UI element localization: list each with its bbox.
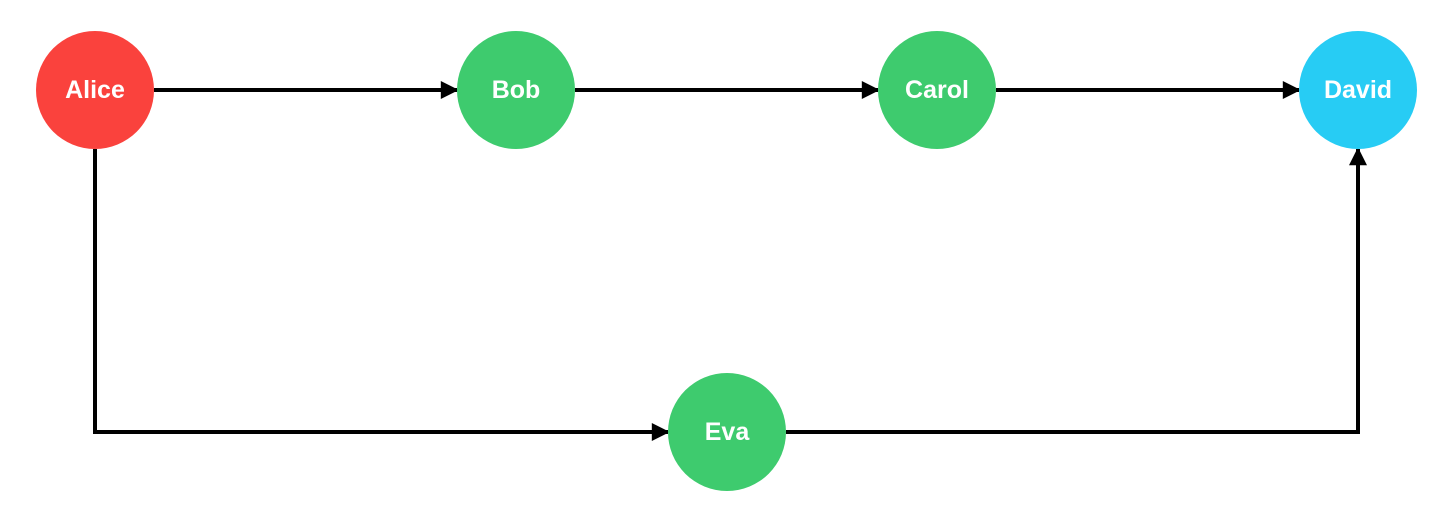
node-circle-carol: [878, 31, 996, 149]
node-circle-david: [1299, 31, 1417, 149]
node-circle-alice: [36, 31, 154, 149]
node-eva: Eva: [668, 373, 786, 491]
node-label-alice: Alice: [65, 76, 125, 104]
edge-alice-eva: [93, 149, 670, 441]
node-circle-bob: [457, 31, 575, 149]
node-label-bob: Bob: [492, 76, 541, 104]
node-david: David: [1299, 31, 1417, 149]
node-bob: Bob: [457, 31, 575, 149]
node-label-eva: Eva: [705, 418, 751, 446]
node-label-david: David: [1324, 76, 1392, 104]
node-label-carol: Carol: [905, 76, 969, 104]
edge-eva-david: [786, 147, 1367, 434]
node-circle-eva: [668, 373, 786, 491]
node-alice: Alice: [36, 31, 154, 149]
node-carol: Carol: [878, 31, 996, 149]
